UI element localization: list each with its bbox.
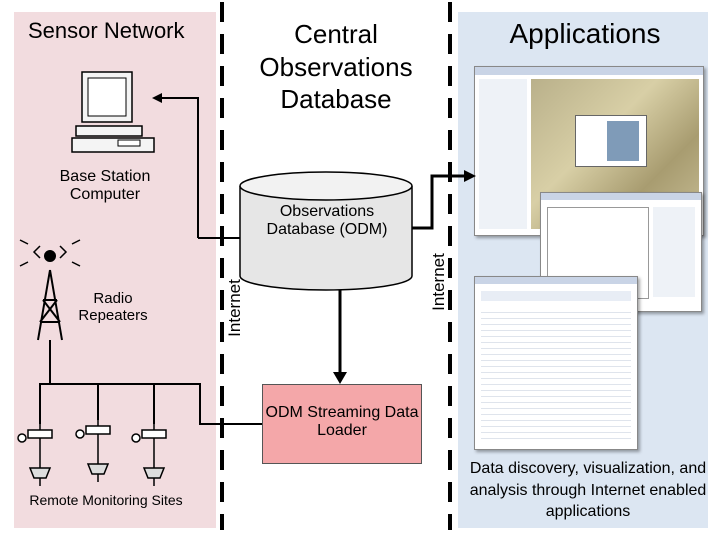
database-cylinder-icon <box>239 171 413 291</box>
internet-label-left: Internet <box>225 279 244 337</box>
remote-sites-label: Remote Monitoring Sites <box>29 492 183 508</box>
internet-label-right: Internet <box>429 253 448 311</box>
weather-station-icon <box>131 424 167 486</box>
radio-tower-icon <box>19 239 81 341</box>
app-screenshot-table <box>474 276 638 450</box>
loader-box <box>262 384 422 464</box>
loader-label: ODM Streaming Data Loader <box>265 404 419 440</box>
applications-title: Applications <box>509 18 661 49</box>
connector-db-to-loader <box>333 290 347 384</box>
connector-db-to-apps <box>412 170 476 230</box>
computer-icon <box>71 71 155 153</box>
discovery-label: Data discovery, visualization, and analy… <box>469 460 707 521</box>
connector-base-to-db <box>152 93 240 239</box>
weather-station-icon <box>17 424 53 486</box>
weather-station-icon <box>75 420 111 482</box>
sensor-network-title: Sensor Network <box>28 18 185 43</box>
radio-repeaters-label: Radio Repeaters <box>78 290 148 325</box>
site-connections <box>39 340 262 425</box>
central-database-title: Central Observations Database <box>259 19 413 114</box>
database-label: Observations Database (ODM) <box>266 203 388 239</box>
base-station-label: Base Station Computer <box>59 168 151 204</box>
